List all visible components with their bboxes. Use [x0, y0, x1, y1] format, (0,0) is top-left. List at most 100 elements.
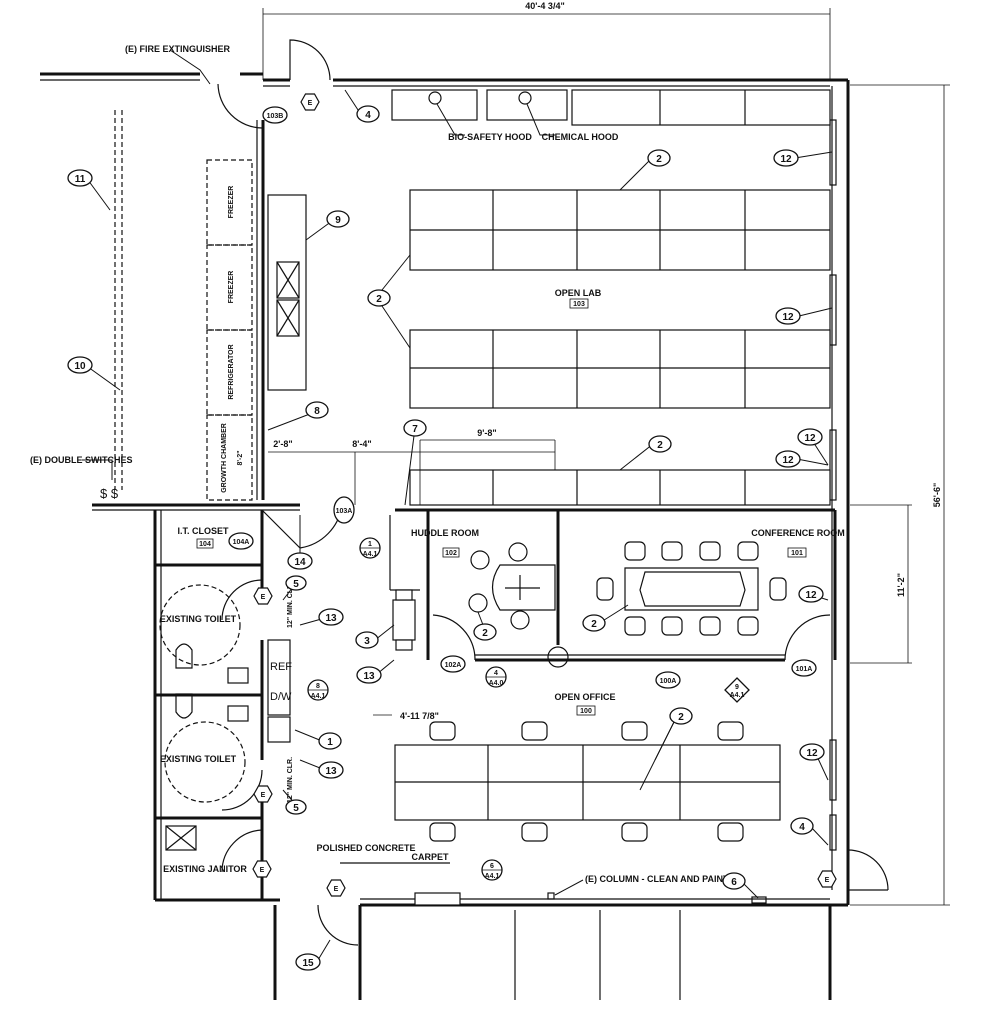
restroom-fixtures	[159, 584, 249, 851]
section-2-sheet: A4.0	[489, 680, 504, 687]
section-4-num: 8	[316, 683, 320, 690]
svg-text:2: 2	[678, 712, 684, 723]
section-2-num: 4	[494, 670, 498, 677]
open-office-number: 100	[580, 708, 592, 715]
keynote-12d: 12	[775, 450, 801, 468]
freezer-2-label: FREEZER	[228, 271, 235, 304]
growth-chamber-label: GROWTH CHAMBER	[221, 423, 228, 493]
huddle-number: 102	[445, 550, 457, 557]
dw-label: D/W	[270, 691, 292, 703]
svg-text:2: 2	[591, 619, 597, 630]
section-1-sheet: A4.1	[363, 551, 378, 558]
section-marks: 1 A4.1 4 A4.0 6 A4.1 8 A4.1 9 A4.1	[307, 537, 750, 881]
fire-extinguisher-note: (E) FIRE EXTINGUISHER	[125, 44, 231, 54]
svg-text:12: 12	[806, 748, 818, 759]
huddle-furniture	[468, 542, 556, 630]
door-tag-102a: 102A	[445, 662, 462, 669]
it-closet-name: I.T. CLOSET	[177, 526, 229, 536]
conference-name: CONFERENCE ROOM	[751, 528, 845, 538]
svg-text:15: 15	[302, 958, 314, 969]
svg-text:2: 2	[482, 628, 488, 639]
carpet-note: CARPET	[411, 852, 449, 862]
column-note: (E) COLUMN - CLEAN AND PAINT	[585, 874, 729, 884]
notes: BIO-SAFETY HOOD CHEMICAL HOOD (E) FIRE E…	[30, 44, 729, 896]
ref-label: REF	[270, 661, 292, 673]
window-mullions	[829, 119, 837, 851]
svg-text:1: 1	[327, 737, 333, 748]
clearance-note-1: 12" MIN. CLR.	[287, 582, 294, 628]
svg-text:12: 12	[780, 154, 792, 165]
keynote-13a: 13	[318, 608, 344, 626]
fume-hoods	[391, 89, 831, 126]
section-5-num: 9	[735, 684, 739, 691]
keynote-1: 1	[318, 732, 342, 750]
keynote-2a: 2	[647, 149, 671, 167]
toilet-1-name: EXISTING TOILET	[160, 614, 237, 624]
keynote-15: 15	[295, 953, 321, 971]
svg-text:12: 12	[782, 455, 794, 466]
svg-text:5: 5	[293, 579, 299, 590]
refrigerator-label: REFRIGERATOR	[228, 344, 235, 399]
polished-concrete-note: POLISHED CONCRETE	[316, 843, 415, 853]
freezer-1-label: FREEZER	[228, 186, 235, 219]
svg-text:7: 7	[412, 424, 418, 435]
keynote-4a: 4	[356, 105, 380, 123]
hex-tag-4: E	[260, 867, 265, 874]
chemical-hood-note: CHEMICAL HOOD	[542, 132, 619, 142]
svg-text:10: 10	[74, 361, 86, 372]
svg-text:9: 9	[335, 215, 341, 226]
section-3-sheet: A4.1	[485, 873, 500, 880]
keynote-2c: 2	[648, 435, 672, 453]
toilet-2-name: EXISTING TOILET	[160, 754, 237, 764]
section-4-sheet: A4.1	[311, 693, 326, 700]
bio-safety-hood-note: BIO-SAFETY HOOD	[448, 132, 532, 142]
svg-text:13: 13	[325, 766, 337, 777]
svg-text:2: 2	[657, 440, 663, 451]
clearance-note-2: 12" MIN. CLR.	[287, 757, 294, 803]
columns	[414, 892, 767, 906]
lab-benches	[409, 189, 831, 506]
double-switches-note: (E) DOUBLE SWITCHES	[30, 455, 133, 465]
svg-text:13: 13	[325, 613, 337, 624]
equipment-column: FREEZER FREEZER REFRIGERATOR GROWTH CHAM…	[206, 159, 253, 501]
svg-text:4: 4	[365, 110, 371, 121]
doors	[217, 39, 889, 946]
keynote-leaders	[87, 89, 833, 961]
keynote-2b: 2	[367, 289, 391, 307]
svg-text:12: 12	[782, 312, 794, 323]
room-labels: OPEN LAB 103 HUDDLE ROOM 102 CONFERENCE …	[160, 288, 845, 874]
section-3-num: 6	[490, 863, 494, 870]
open-lab-number: 103	[573, 301, 585, 308]
svg-text:5: 5	[293, 803, 299, 814]
door-tag-103b: 103B	[267, 113, 284, 120]
janitor-name: EXISTING JANITOR	[163, 864, 247, 874]
huddle-name: HUDDLE ROOM	[411, 528, 479, 538]
keynote-7: 7	[403, 419, 427, 437]
door-tags: 103B 103A 104A 102A 100A 101A	[228, 106, 817, 689]
keynote-5b: 5	[285, 799, 307, 815]
conference-number: 101	[791, 550, 803, 557]
keynote-2d: 2	[473, 623, 497, 641]
keynote-12e: 12	[798, 585, 824, 603]
corridor-a-dim: 2'-8"	[273, 439, 292, 449]
svg-text:12: 12	[804, 433, 816, 444]
corridor-dashed-lines	[114, 110, 123, 490]
keynote-13b: 13	[356, 666, 382, 684]
growth-chamber-dim: 8'-2"	[237, 450, 244, 465]
kitchenette: REF D/W	[267, 589, 416, 743]
keynote-11: 11	[67, 169, 93, 187]
svg-text:13: 13	[363, 671, 375, 682]
overall-width-label: 40'-4 3/4"	[525, 1, 564, 11]
office-offset-dim: 4'-11 7/8"	[400, 711, 439, 721]
keynote-12a: 12	[773, 149, 799, 167]
svg-text:4: 4	[799, 822, 805, 833]
keynote-12c: 12	[797, 428, 823, 446]
hex-tag-1: E	[308, 100, 313, 107]
keynote-3: 3	[355, 631, 379, 649]
door-tag-100a: 100A	[660, 678, 677, 685]
door-tag-103a: 103A	[336, 508, 353, 515]
hex-tag-3: E	[261, 792, 266, 799]
keynote-14: 14	[287, 552, 313, 570]
svg-text:2: 2	[376, 294, 382, 305]
hex-tag-5: E	[334, 886, 339, 893]
